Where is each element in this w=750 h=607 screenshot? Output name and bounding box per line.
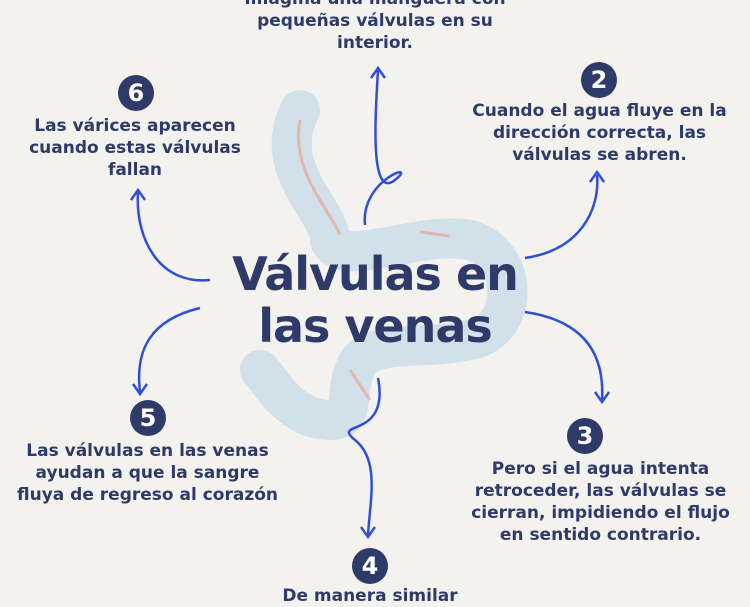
- step-5-text: Las válvulas en las venas ayudan a que l…: [16, 441, 278, 505]
- step-3-badge: 3: [567, 418, 603, 454]
- arrow-to-2: [524, 169, 606, 260]
- step-3-text: Pero si el agua intenta retroceder, las …: [471, 459, 730, 545]
- arrow-to-4: [347, 377, 381, 540]
- arrow-to-3: [524, 310, 611, 405]
- arrow-to-5: [131, 306, 201, 397]
- page-title: Válvulas en las venas: [232, 247, 519, 353]
- arrow-to-6: [129, 187, 211, 282]
- step-1-text: Imagina una manguera con pequeñas válvul…: [244, 0, 505, 53]
- step-2-text: Cuando el agua fluye en la dirección cor…: [472, 101, 727, 165]
- step-6-text: Las várices aparecen cuando estas válvul…: [29, 116, 241, 180]
- step-2-badge: 2: [581, 62, 617, 98]
- step-4-badge: 4: [352, 548, 388, 584]
- step-4-text: De manera similar: [282, 586, 458, 606]
- arrow-to-1: [363, 65, 403, 226]
- step-6-badge: 6: [118, 75, 154, 111]
- step-5-badge: 5: [130, 400, 166, 436]
